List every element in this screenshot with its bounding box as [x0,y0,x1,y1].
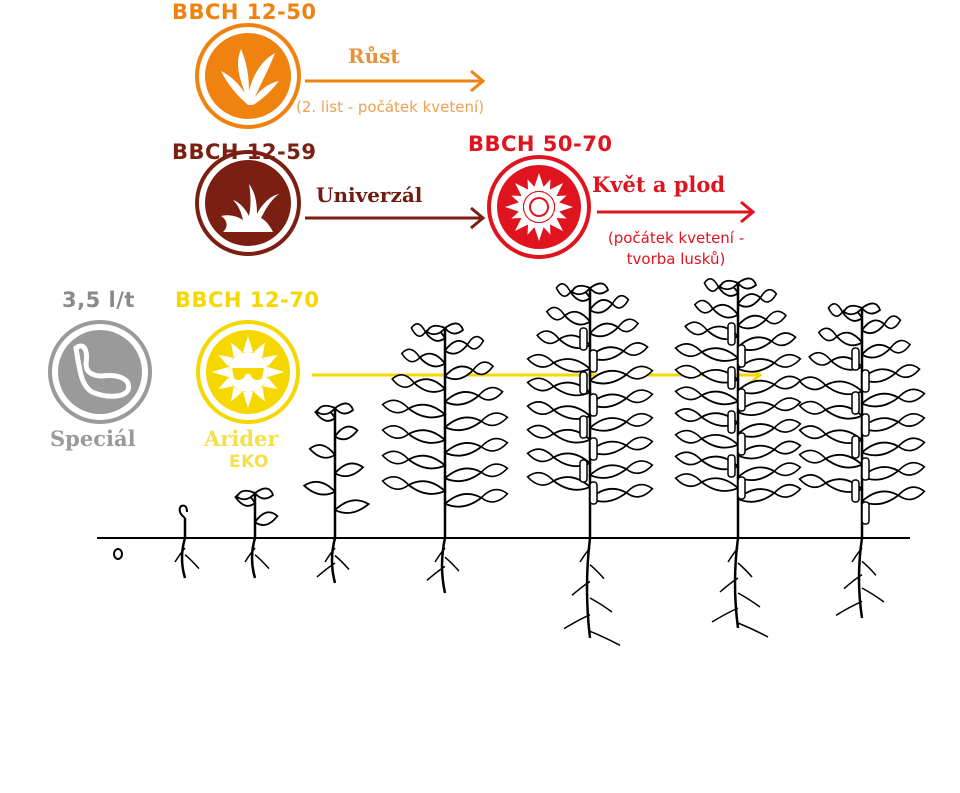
kvet-note-line2: tvorba lusků) [626,250,726,268]
plant-stage-8 [798,302,926,619]
rust-label: Růst [348,44,400,68]
plant-stage-1 [113,548,123,560]
kvet-label: Květ a plod [592,172,726,197]
special-dose: 3,5 l/t [62,288,135,312]
arider-bbch: BBCH 12-70 [175,288,320,312]
plant-stage-4 [302,402,371,584]
plant-sprout-icon [221,49,279,105]
univerzal-arrow [305,206,486,230]
plant-stage-6 [526,282,654,646]
kvet-note: (počátek kvetení - tvorba lusků) [588,228,764,270]
arider-product-badge[interactable] [196,320,300,424]
kvet-note-line1: (počátek kvetení - [607,229,745,247]
plant-stage-2 [174,504,200,579]
rust-note: (2. list - počátek kvetení) [296,98,485,116]
kvet-product-badge[interactable] [487,155,591,259]
kvet-arrow [597,200,756,224]
arider-sublabel: EKO [229,452,269,472]
sun-sunglasses-icon [212,336,284,408]
grass-icon [221,184,279,232]
plant-stage-5 [381,322,509,594]
plant-stage-3 [234,487,279,579]
special-label: Speciál [50,426,136,451]
univerzal-product-badge[interactable] [195,150,301,256]
flower-icon [505,173,573,241]
plant-stage-7 [674,277,802,638]
seed-icon [73,343,132,399]
kvet-bbch: BBCH 50-70 [468,132,613,156]
special-product-badge[interactable] [48,320,152,424]
rust-bbch: BBCH 12-50 [172,0,317,24]
rust-arrow [305,69,486,93]
univerzal-label: Univerzál [316,183,423,207]
rust-product-badge[interactable] [195,23,301,129]
arider-label: Arider [204,426,279,451]
